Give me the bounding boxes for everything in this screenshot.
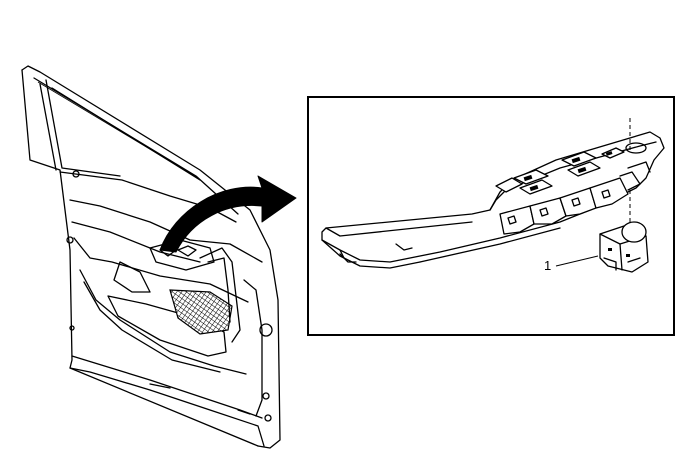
callout-1: 1 bbox=[544, 255, 599, 273]
window-switch-part bbox=[599, 221, 649, 273]
switch-bezel-assembly bbox=[321, 131, 665, 269]
pointer-arrow bbox=[159, 175, 297, 253]
callout-label-1: 1 bbox=[544, 258, 551, 273]
door-illustration bbox=[21, 65, 281, 449]
